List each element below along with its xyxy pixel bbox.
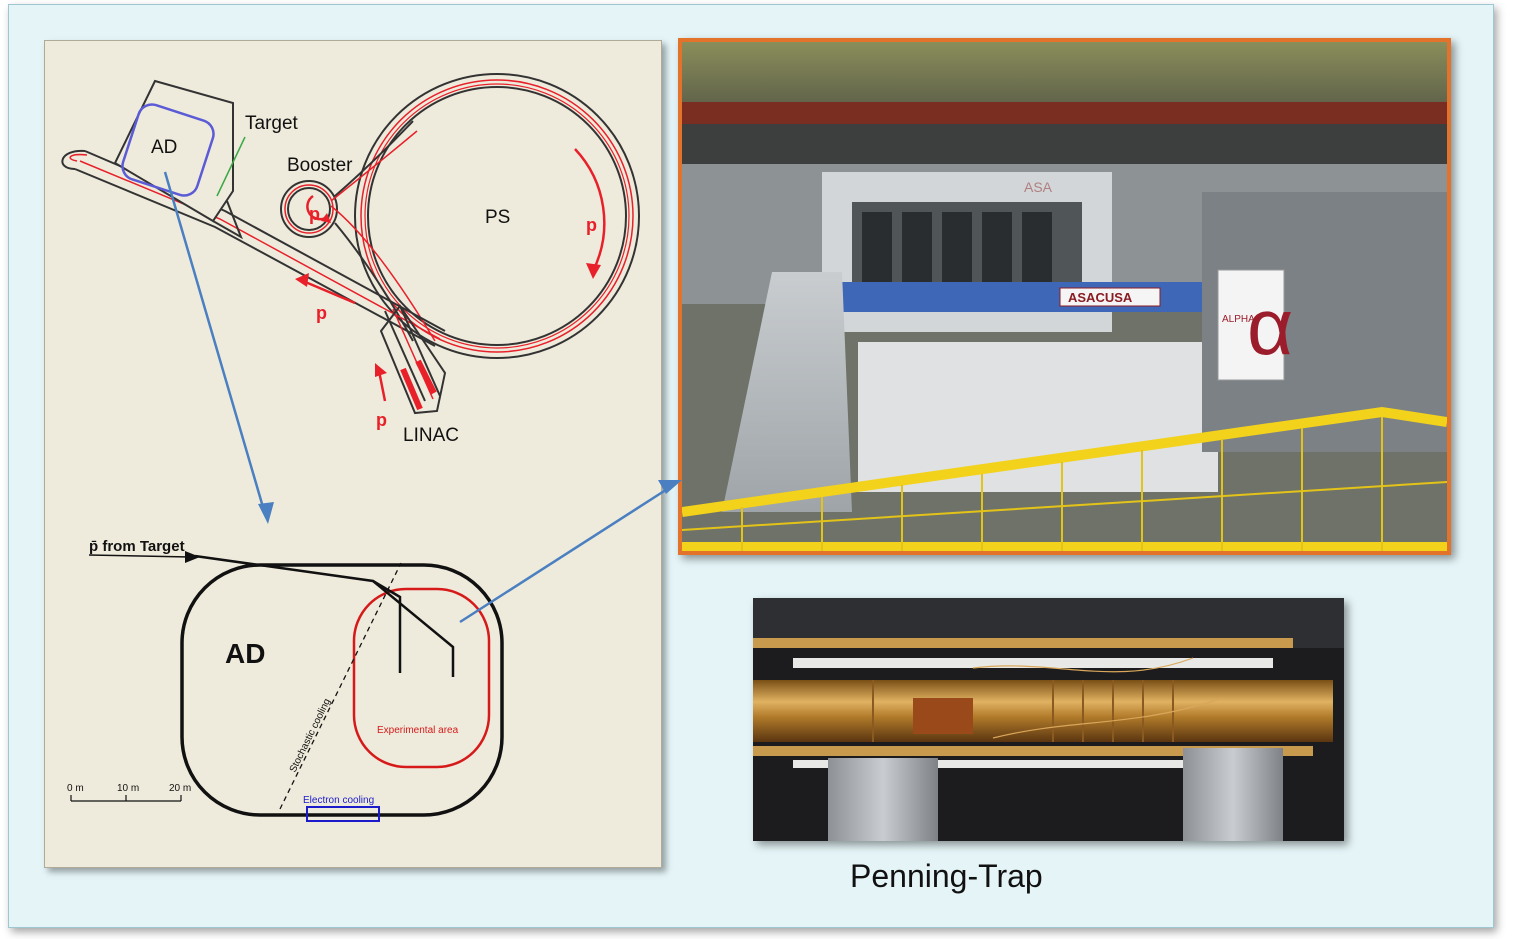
target-label: Target: [245, 113, 299, 134]
scale-tick-0: 0 m: [67, 783, 84, 794]
penning-trap-caption: Penning-Trap: [850, 858, 1043, 894]
proton-label-transfer: p: [316, 303, 327, 323]
booster-label: Booster: [287, 155, 353, 176]
target-pointer: [216, 136, 246, 197]
experimental-area-label: Experimental area: [377, 725, 459, 736]
ps-label: PS: [485, 207, 510, 228]
ad-label: AD: [151, 137, 177, 158]
scale-tick-10: 10 m: [117, 783, 139, 794]
alpha-symbol: α: [1247, 282, 1293, 371]
accelerator-diagram-panel: AD Target Booster PS LINAC p p p p p̄ fr…: [44, 40, 662, 868]
experimental-hall-photo: α ALPHA ASACUSA ASA: [678, 38, 1451, 555]
accelerator-diagram: AD Target Booster PS LINAC p p p p p̄ fr…: [61, 73, 640, 822]
ps-ring: [354, 73, 640, 359]
proton-label-ps: p: [586, 215, 597, 235]
asacusa-sign: ASACUSA: [1068, 290, 1133, 305]
ad-building: [61, 79, 246, 240]
scale-tick-20: 20 m: [169, 783, 191, 794]
alpha-sign: ALPHA: [1222, 314, 1255, 325]
proton-label-linac: p: [376, 410, 387, 430]
penning-trap-photo: [753, 598, 1344, 841]
linac-label: LINAC: [403, 425, 459, 446]
arrow-ad-to-ring: [163, 171, 274, 524]
ad-ring-label: AD: [225, 638, 265, 669]
linac: [295, 273, 447, 415]
pbar-from-target-label: p̄ from Target: [89, 538, 185, 555]
booster-ring: [280, 180, 338, 238]
electron-cooling-label: Electron cooling: [303, 795, 374, 806]
proton-label-booster: p: [309, 204, 320, 224]
arrow-ring-to-hall: [459, 480, 682, 624]
ad-ring-schematic: [70, 551, 504, 822]
penning-trap-illustration: [753, 598, 1344, 841]
hall-photo-illustration: α ALPHA ASACUSA ASA: [682, 42, 1447, 551]
asa-sign-top: ASA: [1024, 179, 1053, 195]
